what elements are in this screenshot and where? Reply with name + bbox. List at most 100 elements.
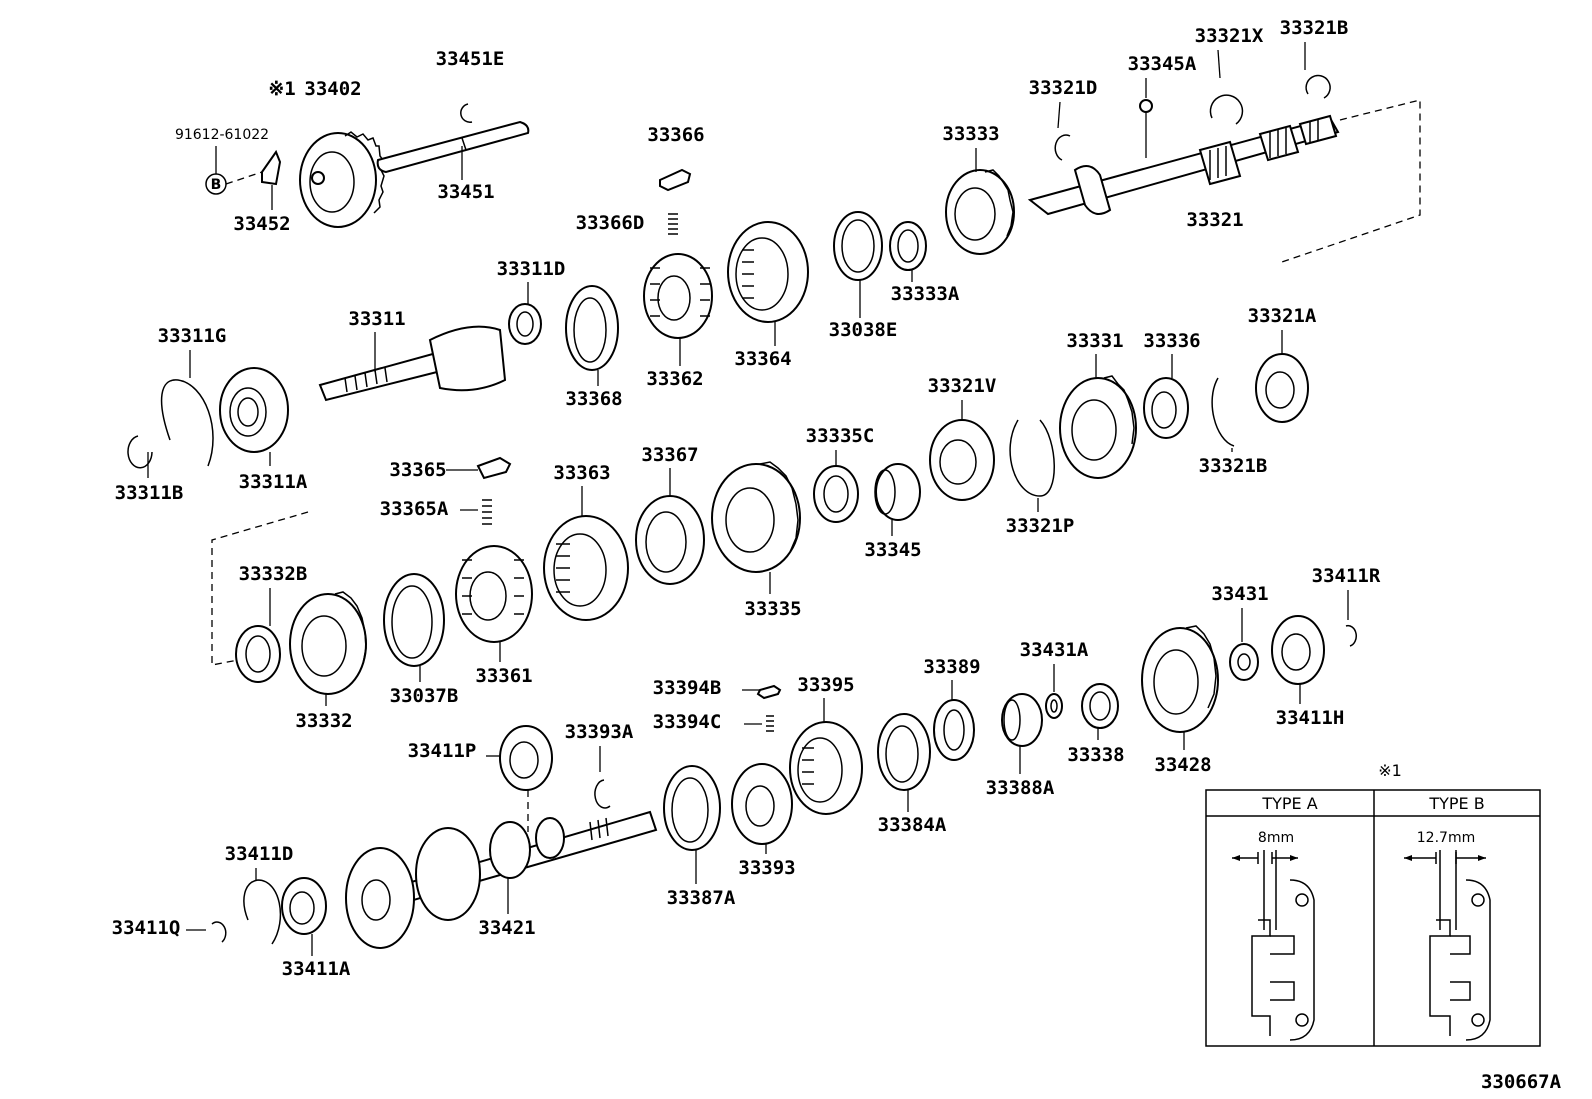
part-33411P-bearing <box>499 725 553 791</box>
part-label-l40: 33037B <box>390 685 459 707</box>
part-label-l61: 33411A <box>282 958 351 980</box>
part-33037B-synchro-ring <box>383 573 445 667</box>
part-label-l50: 33393A <box>565 721 634 743</box>
part-33387A-synchro-ring <box>663 765 721 851</box>
part-label-l19: 33038E <box>829 319 898 341</box>
part-33402-gear <box>299 131 385 228</box>
part-label-l29: 33363 <box>553 462 610 484</box>
part-label-l18: 33333A <box>891 283 960 305</box>
part-33333A-needle-bearing <box>889 221 927 271</box>
part-33333-gear <box>945 169 1015 255</box>
part-33321A-bearing <box>1255 353 1309 423</box>
part-33321B-snapring-top <box>1305 74 1331 99</box>
part-33452-key <box>261 149 282 186</box>
part-33411Q-snapring <box>211 921 227 943</box>
part-label-l46: 33395 <box>797 674 854 696</box>
part-label-l57: 33393 <box>738 857 795 879</box>
part-33366-key <box>659 168 692 192</box>
part-33321V-bearing <box>929 419 995 501</box>
part-label-l23: 33321A <box>1248 305 1317 327</box>
part-33411R-snapring <box>1345 624 1357 647</box>
part-label-l3: 33402 <box>304 78 361 100</box>
part-33345-bushing <box>874 463 921 521</box>
part-label-l11: 33321B <box>1280 17 1349 39</box>
part-label-l41: 33332 <box>295 710 352 732</box>
part-33365-key <box>476 456 512 480</box>
part-label-l9: 33345A <box>1128 53 1197 75</box>
alignment-dashes-top <box>1281 99 1421 263</box>
part-label-l37: 33335 <box>744 598 801 620</box>
part-label-l52: 33338 <box>1067 744 1124 766</box>
type-a-dimension: 8mm <box>1258 830 1294 846</box>
part-label-l5: 33451 <box>437 181 494 203</box>
part-label-l39: 33361 <box>475 665 532 687</box>
badge-b-text: B <box>211 177 222 193</box>
part-label-l43: 33411R <box>1312 565 1381 587</box>
part-label-l60: 33411Q <box>112 917 181 939</box>
part-33311B-snapring <box>127 435 153 469</box>
alignment-dashes-mid <box>211 511 309 666</box>
part-label-l26: 33321V <box>928 375 997 397</box>
part-33411D-snapring <box>243 879 282 945</box>
part-33331-gear <box>1059 375 1137 479</box>
part-33311G-snapring <box>160 379 214 467</box>
part-33311A-bearing <box>219 367 289 453</box>
part-33363-sleeve <box>543 515 629 621</box>
part-label-l25: 33336 <box>1143 330 1200 352</box>
part-33366D-spring <box>668 213 678 235</box>
part-label-l47: 33394B <box>653 677 722 699</box>
part-33321D-snapring <box>1054 134 1071 161</box>
part-label-l58: 33387A <box>667 887 736 909</box>
part-label-l1: 33451E <box>436 48 505 70</box>
part-33321B-snapring-mid <box>1211 377 1235 447</box>
part-label-l10: 33321X <box>1195 25 1264 47</box>
part-label-l55: 33384A <box>878 814 947 836</box>
part-33336-bearing <box>1143 377 1189 439</box>
part-label-l22: 33368 <box>565 388 622 410</box>
part-33338-needle-bearing <box>1081 683 1119 729</box>
part-33411H-bearing <box>1271 615 1325 685</box>
part-label-l28: 33367 <box>641 444 698 466</box>
part-label-l24: 33331 <box>1066 330 1123 352</box>
part-label-l20: 33364 <box>734 348 791 370</box>
part-label-l38: 33332B <box>239 563 308 585</box>
type-a-section <box>1232 850 1315 1041</box>
part-33451E-clip <box>460 103 473 123</box>
part-label-l16: 33311 <box>348 308 405 330</box>
part-label-l12: 33321D <box>1029 77 1098 99</box>
part-33393A-snapring <box>594 779 611 809</box>
part-label-l48: 33394C <box>653 711 722 733</box>
part-33451-shaft <box>376 120 530 174</box>
part-33384A-synchro-ring <box>877 713 931 791</box>
part-33335C-needle-bearing <box>813 465 859 523</box>
type-b-section <box>1404 850 1491 1041</box>
part-label-l27: 33335C <box>806 425 875 447</box>
part-label-l35: 33321P <box>1006 515 1075 537</box>
part-33411A-bearing <box>281 877 327 935</box>
badge-B: B <box>205 146 263 195</box>
part-33428-gear <box>1141 625 1219 733</box>
part-33335-gear <box>711 461 801 573</box>
part-33362-hub <box>643 253 713 339</box>
part-label-l34: 33321B <box>1199 455 1268 477</box>
part-label-l4: 91612-61022 <box>175 127 269 143</box>
part-label-l32: 33311B <box>115 482 184 504</box>
part-33393-hub <box>731 763 793 845</box>
part-33311D-needle-bearing <box>508 303 542 345</box>
part-33321P-snapring <box>1009 419 1055 497</box>
inset-type-comparison: ※1 TYPE A TYPE B 8mm 12.7mm <box>1205 761 1541 1047</box>
part-label-l7: 33366 <box>647 124 704 146</box>
part-label-l13: 33333 <box>942 123 999 145</box>
part-label-l56: 33411D <box>225 843 294 865</box>
part-33321X-snapring <box>1209 94 1244 125</box>
part-label-l14: 33321 <box>1186 209 1243 231</box>
part-33332B-needle-bearing <box>235 625 281 683</box>
part-label-l31: 33365A <box>380 498 449 520</box>
part-33361-hub <box>455 545 533 643</box>
part-label-l49: 33411H <box>1276 707 1345 729</box>
part-label-l45: 33389 <box>923 656 980 678</box>
part-33394C-spring <box>766 715 774 732</box>
type-a-label: TYPE A <box>1261 794 1317 813</box>
part-label-l54: 33388A <box>986 777 1055 799</box>
